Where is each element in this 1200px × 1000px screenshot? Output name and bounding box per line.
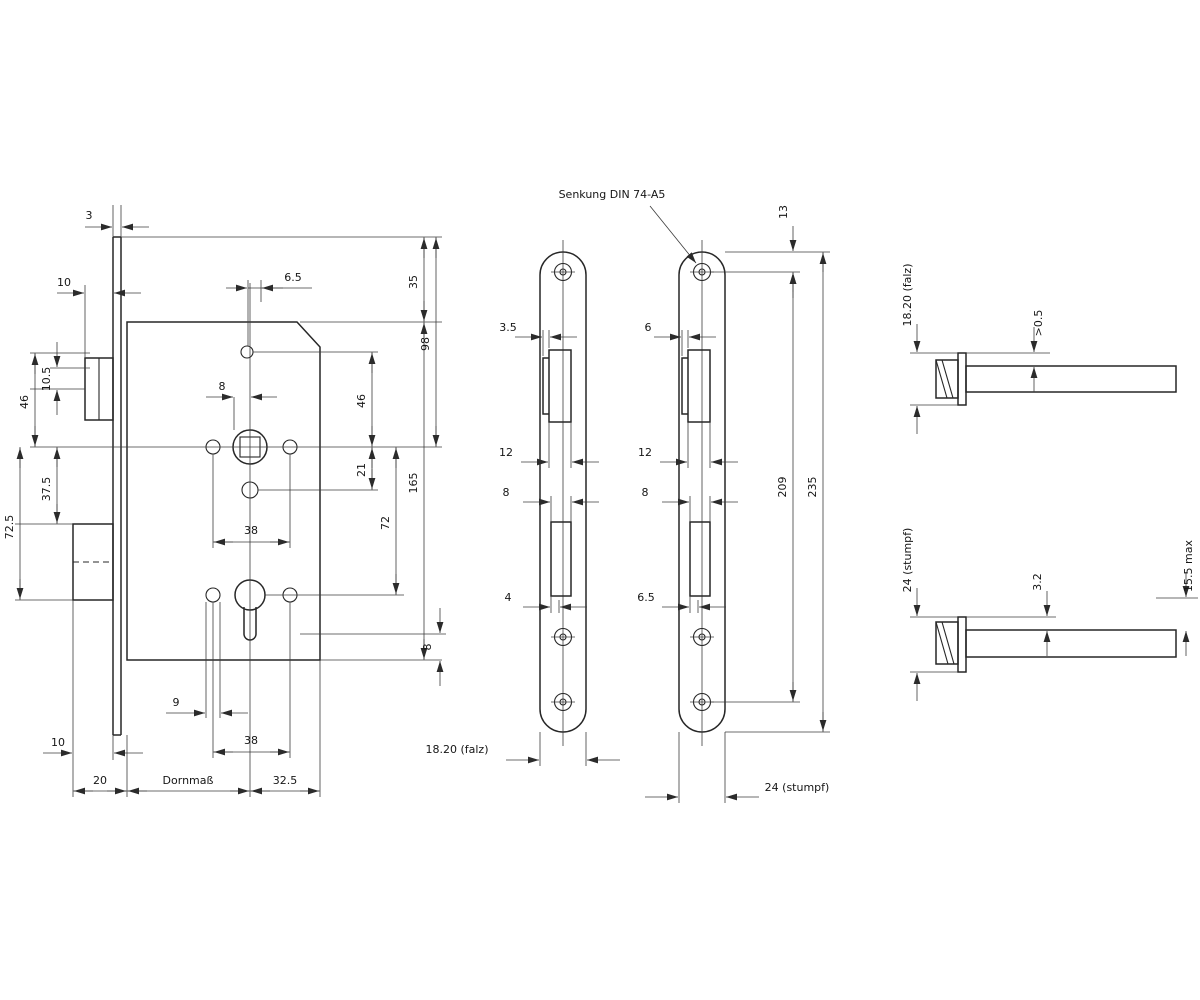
dim-235: 235 [806,477,819,498]
dim-0-5: >0.5 [1032,310,1045,337]
dim-6-5: 6.5 [284,271,302,284]
dim-9: 9 [173,696,180,709]
dim-8-falz: 8 [503,486,510,499]
dim-38-bottom: 38 [244,734,258,747]
dim-18-20-falz-plate: 18.20 (falz) [425,743,488,756]
strike-plate-stumpf-view: Senkung DIN 74-A5 6 12 [559,188,830,803]
dim-15-5-max: 15.5 max [1182,540,1195,592]
senkung-note: Senkung DIN 74-A5 [559,188,666,201]
dim-20: 20 [93,774,107,787]
dim-8-stumpf: 8 [642,486,649,499]
dim-8-bottom: 8 [421,644,434,651]
dim-24-stumpf-bolt: 24 (stumpf) [901,528,914,593]
dim-24-stumpf-plate: 24 (stumpf) [765,781,830,794]
strike-plate-falz-view: 3.5 12 8 4 18.20 (falz) [425,240,620,766]
dim-3-2: 3.2 [1031,573,1044,591]
dim-12-falz: 12 [499,446,513,459]
latch-bolt-stumpf-view: 24 (stumpf) 3.2 15.5 max [901,528,1198,701]
dim-10-5: 10.5 [40,367,53,392]
dim-3-5: 3.5 [499,321,517,334]
dim-10-bottom: 10 [51,736,65,749]
dim-46-right: 46 [355,394,368,408]
dim-32-5: 32.5 [273,774,298,787]
dim-165: 165 [407,473,420,494]
dim-72: 72 [379,516,392,530]
dim-12-stumpf: 12 [638,446,652,459]
dim-209: 209 [776,477,789,498]
dim-6-5-stumpf: 6.5 [637,591,655,604]
dim-35: 35 [407,275,420,289]
dim-37-5: 37.5 [40,477,53,502]
dim-38-mid: 38 [244,524,258,537]
dim-18-20-falz-bolt: 18.20 (falz) [901,263,914,326]
dim-dornmass: Dornmaß [163,774,214,787]
dim-3: 3 [86,209,93,222]
dim-72-5: 72.5 [3,515,16,540]
dim-46-left: 46 [18,395,31,409]
dim-6: 6 [645,321,652,334]
dim-10-top: 10 [57,276,71,289]
latch-bolt-falz-view: 18.20 (falz) >0.5 [901,263,1177,434]
dim-98: 98 [419,337,432,351]
lock-case-view: 3 10 6.5 8 10.5 46 37.5 72.5 46 21 72 35… [3,205,446,797]
dim-21: 21 [355,463,368,477]
dim-8-nut: 8 [219,380,226,393]
dim-4: 4 [505,591,512,604]
dim-13: 13 [777,205,790,219]
